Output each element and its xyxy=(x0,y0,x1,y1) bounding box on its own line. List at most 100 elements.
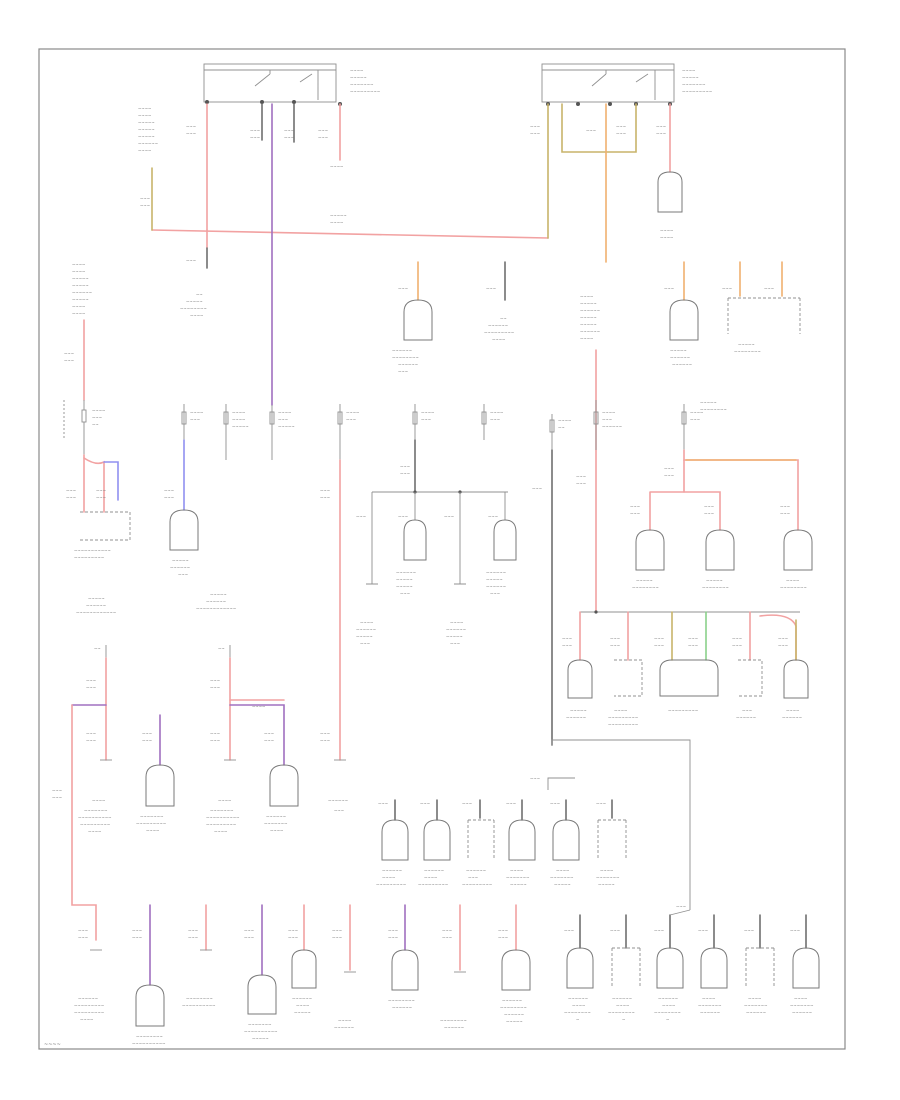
svg-text:~~~~: ~~~~ xyxy=(662,1003,675,1008)
svg-text:~~~~~~: ~~~~~~ xyxy=(736,715,756,720)
svg-text:~~~: ~~~ xyxy=(132,928,142,933)
svg-text:~~~: ~~~ xyxy=(360,641,370,646)
svg-text:~~~~~: ~~~~~ xyxy=(580,315,597,320)
svg-text:~~~: ~~~ xyxy=(630,511,640,516)
svg-text:~~~~~~: ~~~~~~ xyxy=(580,308,600,313)
svg-text:~~~~~~~~~: ~~~~~~~~~ xyxy=(462,882,492,887)
svg-text:~~~: ~~~ xyxy=(490,417,500,422)
svg-text:~~~~~: ~~~~~ xyxy=(486,577,503,582)
svg-text:~~~: ~~~ xyxy=(64,358,74,363)
relay-left: ~~~~~~~~~ ~~~~~~~~~~~~~~~~ xyxy=(203,63,380,106)
svg-text:~~~~~~: ~~~~~~ xyxy=(658,996,678,1001)
svg-text:~~~~~~~~: ~~~~~~~~ xyxy=(564,1010,591,1015)
right-branch: ~~~~~~ ~~~~~~ ~~~~~~ ~~~~~~ ~~~~~~ ~~~~~… xyxy=(562,449,813,727)
svg-text:~~~~~~: ~~~~~~ xyxy=(446,627,466,632)
footer-code: ~~~~ xyxy=(44,1042,61,1048)
svg-text:~~~: ~~~ xyxy=(630,504,640,509)
svg-text:~~~: ~~~ xyxy=(764,286,774,291)
svg-text:~~~~: ~~~~ xyxy=(278,410,291,415)
svg-text:~~~~: ~~~~ xyxy=(600,868,613,873)
svg-text:~~~~~: ~~~~~ xyxy=(554,882,571,887)
svg-text:~~~: ~~~ xyxy=(334,808,344,813)
svg-text:~~~: ~~~ xyxy=(320,731,330,736)
svg-text:~~~~~: ~~~~~ xyxy=(186,299,203,304)
connector-top-right xyxy=(657,171,683,213)
svg-text:~~~~: ~~~~ xyxy=(72,262,85,267)
svg-text:~~~: ~~~ xyxy=(498,928,508,933)
svg-text:~~~~~~~~: ~~~~~~~~ xyxy=(440,1018,467,1023)
svg-text:~~~~: ~~~~ xyxy=(616,1003,629,1008)
svg-text:~~~: ~~~ xyxy=(264,738,274,743)
svg-text:~~~~: ~~~~ xyxy=(786,708,799,713)
svg-text:~~~: ~~~ xyxy=(188,928,198,933)
svg-text:~~~~~~~~~: ~~~~~~~~~ xyxy=(682,89,712,94)
svg-text:~~~~~~~~~~~~: ~~~~~~~~~~~~ xyxy=(76,610,116,615)
bottom-row: ~~~~~~ ~~~~~~~~~~~~~~~ ~~~~~~~~~~~~~ ~~~… xyxy=(74,904,820,1046)
fuse-row: ~~~~~~~~~ ~~~~~~~ ~~~~~~~~~~~~~ ~~~~~~~~… xyxy=(63,400,727,460)
svg-text:~~~~~~: ~~~~~~ xyxy=(170,565,190,570)
svg-text:~~~~~~~: ~~~~~~~ xyxy=(698,1003,721,1008)
svg-text:~~~: ~~~ xyxy=(398,286,408,291)
svg-text:~~~: ~~~ xyxy=(96,488,106,493)
svg-text:~~~~~~~~~: ~~~~~~~~~ xyxy=(668,708,698,713)
svg-text:~~~: ~~~ xyxy=(318,128,328,133)
svg-text:~~~: ~~~ xyxy=(596,801,606,806)
svg-text:~~~~~: ~~~~~ xyxy=(738,342,755,347)
svg-text:~~~~~~~: ~~~~~~~ xyxy=(506,875,529,880)
svg-text:~~~~: ~~~~ xyxy=(660,235,673,240)
svg-text:~~~~~~~~~: ~~~~~~~~~ xyxy=(608,715,638,720)
svg-text:~~~~~: ~~~~~ xyxy=(172,558,189,563)
svg-text:~~~~~: ~~~~~ xyxy=(570,708,587,713)
svg-text:~~~~: ~~~~ xyxy=(450,620,463,625)
svg-text:~~~~~~~~~~: ~~~~~~~~~~ xyxy=(132,1041,166,1046)
svg-text:~~~: ~~~ xyxy=(486,286,496,291)
svg-text:~~~: ~~~ xyxy=(742,708,752,713)
svg-text:~~~~~: ~~~~~ xyxy=(506,1019,523,1024)
svg-text:~~~: ~~~ xyxy=(442,928,452,933)
svg-text:~~~~: ~~~~ xyxy=(338,1018,351,1023)
svg-text:~~~: ~~~ xyxy=(616,124,626,129)
svg-text:~~~: ~~~ xyxy=(210,678,220,683)
svg-text:~~~~~~: ~~~~~~ xyxy=(444,1025,464,1030)
svg-text:~~~~: ~~~~ xyxy=(92,798,105,803)
svg-text:~~~: ~~~ xyxy=(780,504,790,509)
svg-text:~~~~~: ~~~~~ xyxy=(706,578,723,583)
svg-text:~~~~~: ~~~~~ xyxy=(670,348,687,353)
svg-text:~~~: ~~~ xyxy=(356,514,366,519)
svg-text:~~~: ~~~ xyxy=(288,928,298,933)
svg-text:~~~~~~: ~~~~~~ xyxy=(72,290,92,295)
svg-text:~~~: ~~~ xyxy=(332,928,342,933)
svg-text:~~~: ~~~ xyxy=(210,731,220,736)
svg-text:~~~: ~~~ xyxy=(140,196,150,201)
svg-text:~~~~~~~~~: ~~~~~~~~~ xyxy=(74,1010,104,1015)
svg-text:~~~: ~~~ xyxy=(210,685,220,690)
svg-text:~~~~~~~: ~~~~~~~ xyxy=(140,814,163,819)
svg-text:~~~~: ~~~~ xyxy=(88,829,101,834)
svg-text:~~~~: ~~~~ xyxy=(421,410,434,415)
svg-text:~~~: ~~~ xyxy=(744,928,754,933)
svg-text:~~~: ~~~ xyxy=(400,591,410,596)
svg-text:~~~~: ~~~~ xyxy=(690,410,703,415)
svg-text:~~~~~~: ~~~~~~ xyxy=(392,348,412,353)
svg-text:~~~~~~~~: ~~~~~~~~ xyxy=(700,407,727,412)
svg-text:~~~: ~~~ xyxy=(468,875,478,880)
svg-text:~~~: ~~~ xyxy=(264,731,274,736)
svg-text:~~~~~~~~: ~~~~~~~~ xyxy=(654,1010,681,1015)
svg-text:~~~~~~~~~~~~: ~~~~~~~~~~~~ xyxy=(196,606,236,611)
svg-text:~~~~: ~~~~ xyxy=(330,220,343,225)
svg-text:~~~~: ~~~~ xyxy=(346,410,359,415)
svg-text:~~~~: ~~~~ xyxy=(138,106,151,111)
svg-text:~~~~~: ~~~~~ xyxy=(72,276,89,281)
svg-text:~~~~: ~~~~ xyxy=(232,410,245,415)
svg-text:~~~~~~~~~: ~~~~~~~~~ xyxy=(418,882,448,887)
svg-text:~~~: ~~~ xyxy=(92,415,102,420)
svg-text:~~~~~: ~~~~~ xyxy=(232,424,249,429)
svg-text:~~~: ~~~ xyxy=(420,801,430,806)
svg-text:~~~: ~~~ xyxy=(52,788,62,793)
svg-text:~~~~~: ~~~~~ xyxy=(138,120,155,125)
svg-text:~~~~~~: ~~~~~~ xyxy=(206,599,226,604)
svg-text:~~~~~~: ~~~~~~ xyxy=(396,570,416,575)
svg-text:~~~~~~~~: ~~~~~~~~ xyxy=(702,585,729,590)
svg-text:~~~~~: ~~~~~ xyxy=(278,424,295,429)
svg-text:~~~~~: ~~~~~ xyxy=(330,213,347,218)
